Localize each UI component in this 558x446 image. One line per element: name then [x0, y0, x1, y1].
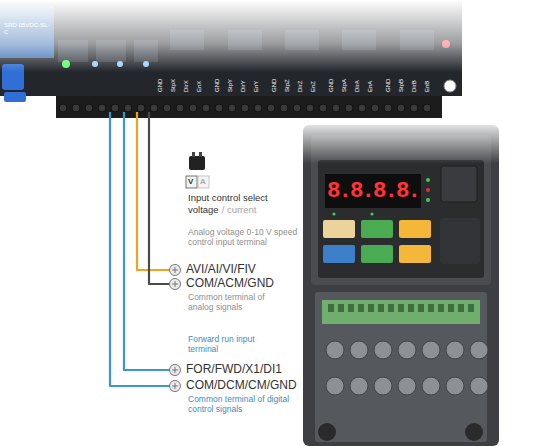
- screw: [254, 104, 262, 112]
- screw: [241, 104, 249, 112]
- screw: [267, 104, 275, 112]
- terminal-description: Analog voltage 0-10 V speed control inpu…: [188, 227, 300, 247]
- pin-label: StpA: [341, 79, 348, 92]
- inverter: [303, 125, 499, 446]
- screw: [293, 104, 301, 112]
- terminal-description: Common terminal of analog signals: [188, 292, 288, 312]
- terminal-name: FOR/FWD/X1/DI1: [186, 362, 282, 376]
- screw: [150, 104, 158, 112]
- wire: [137, 112, 170, 270]
- note: Input control select: [188, 192, 268, 203]
- wire: [149, 112, 170, 284]
- screw: [358, 104, 366, 112]
- pin-label: GND: [328, 79, 335, 92]
- screw: [319, 104, 327, 112]
- controller-board: [0, 0, 462, 118]
- screw: [85, 104, 93, 112]
- screw: [306, 104, 314, 112]
- screw: [176, 104, 184, 112]
- pin-label: DirX: [183, 80, 190, 92]
- pin-label: DirY: [240, 80, 247, 92]
- terminal-strip: [56, 96, 442, 118]
- screw: [410, 104, 418, 112]
- screw-terminal: [170, 365, 181, 376]
- screw: [137, 104, 145, 112]
- screw: [215, 104, 223, 112]
- screw-terminal: [170, 279, 181, 290]
- terminal-name: COM/ACM/GND: [186, 276, 274, 290]
- screw: [332, 104, 340, 112]
- pin-label: GND: [157, 79, 164, 92]
- screw: [98, 104, 106, 112]
- screw: [371, 104, 379, 112]
- pin-label: GND: [385, 79, 392, 92]
- relay-marking: SRD-05VDC-SL-C: [4, 22, 52, 36]
- pin-label: GND: [271, 79, 278, 92]
- jumper-option: V: [188, 177, 193, 187]
- screw: [59, 104, 67, 112]
- screw: [384, 104, 392, 112]
- terminal-description: Forward run input terminal: [188, 334, 272, 354]
- pin-label: GND: [214, 79, 221, 92]
- screw: [124, 104, 132, 112]
- jumper-icon: [186, 152, 209, 188]
- screw: [280, 104, 288, 112]
- screw: [345, 104, 353, 112]
- screw: [189, 104, 197, 112]
- screw: [397, 104, 405, 112]
- pin-label: EnX: [196, 81, 203, 92]
- jumper-option: A: [200, 177, 206, 187]
- pin-label: StpB: [398, 79, 405, 92]
- wire: [124, 112, 170, 370]
- terminal-name: AVI/AI/VI/FIV: [186, 262, 256, 276]
- note: voltage: [188, 204, 219, 215]
- pin-label: EnY: [253, 81, 260, 92]
- note: / current: [222, 204, 257, 215]
- wire: [110, 112, 170, 386]
- pin-label: EnA: [367, 81, 374, 92]
- screw-terminal: [170, 265, 181, 276]
- led-display: [325, 174, 421, 208]
- pin-label: DirA: [354, 80, 361, 92]
- pin-label: StpZ: [284, 79, 291, 92]
- mounting-hole: [444, 80, 456, 92]
- terminal-name: COM/DCM/CM/GND: [186, 378, 297, 392]
- pin-label: StpY: [227, 79, 234, 92]
- screw: [423, 104, 431, 112]
- pin-label: EnZ: [310, 81, 317, 92]
- terminal-description: Common terminal of digital control signa…: [188, 394, 298, 414]
- display-readout: 8.8.8.8.: [327, 178, 419, 205]
- screw: [72, 104, 80, 112]
- pin-label: DirZ: [297, 81, 304, 92]
- screw: [163, 104, 171, 112]
- screw: [202, 104, 210, 112]
- screw: [111, 104, 119, 112]
- pin-label: EnB: [424, 81, 431, 92]
- pin-label: DirB: [411, 80, 418, 92]
- screw-terminal: [170, 381, 181, 392]
- screw: [228, 104, 236, 112]
- pin-label: StpX: [170, 79, 177, 92]
